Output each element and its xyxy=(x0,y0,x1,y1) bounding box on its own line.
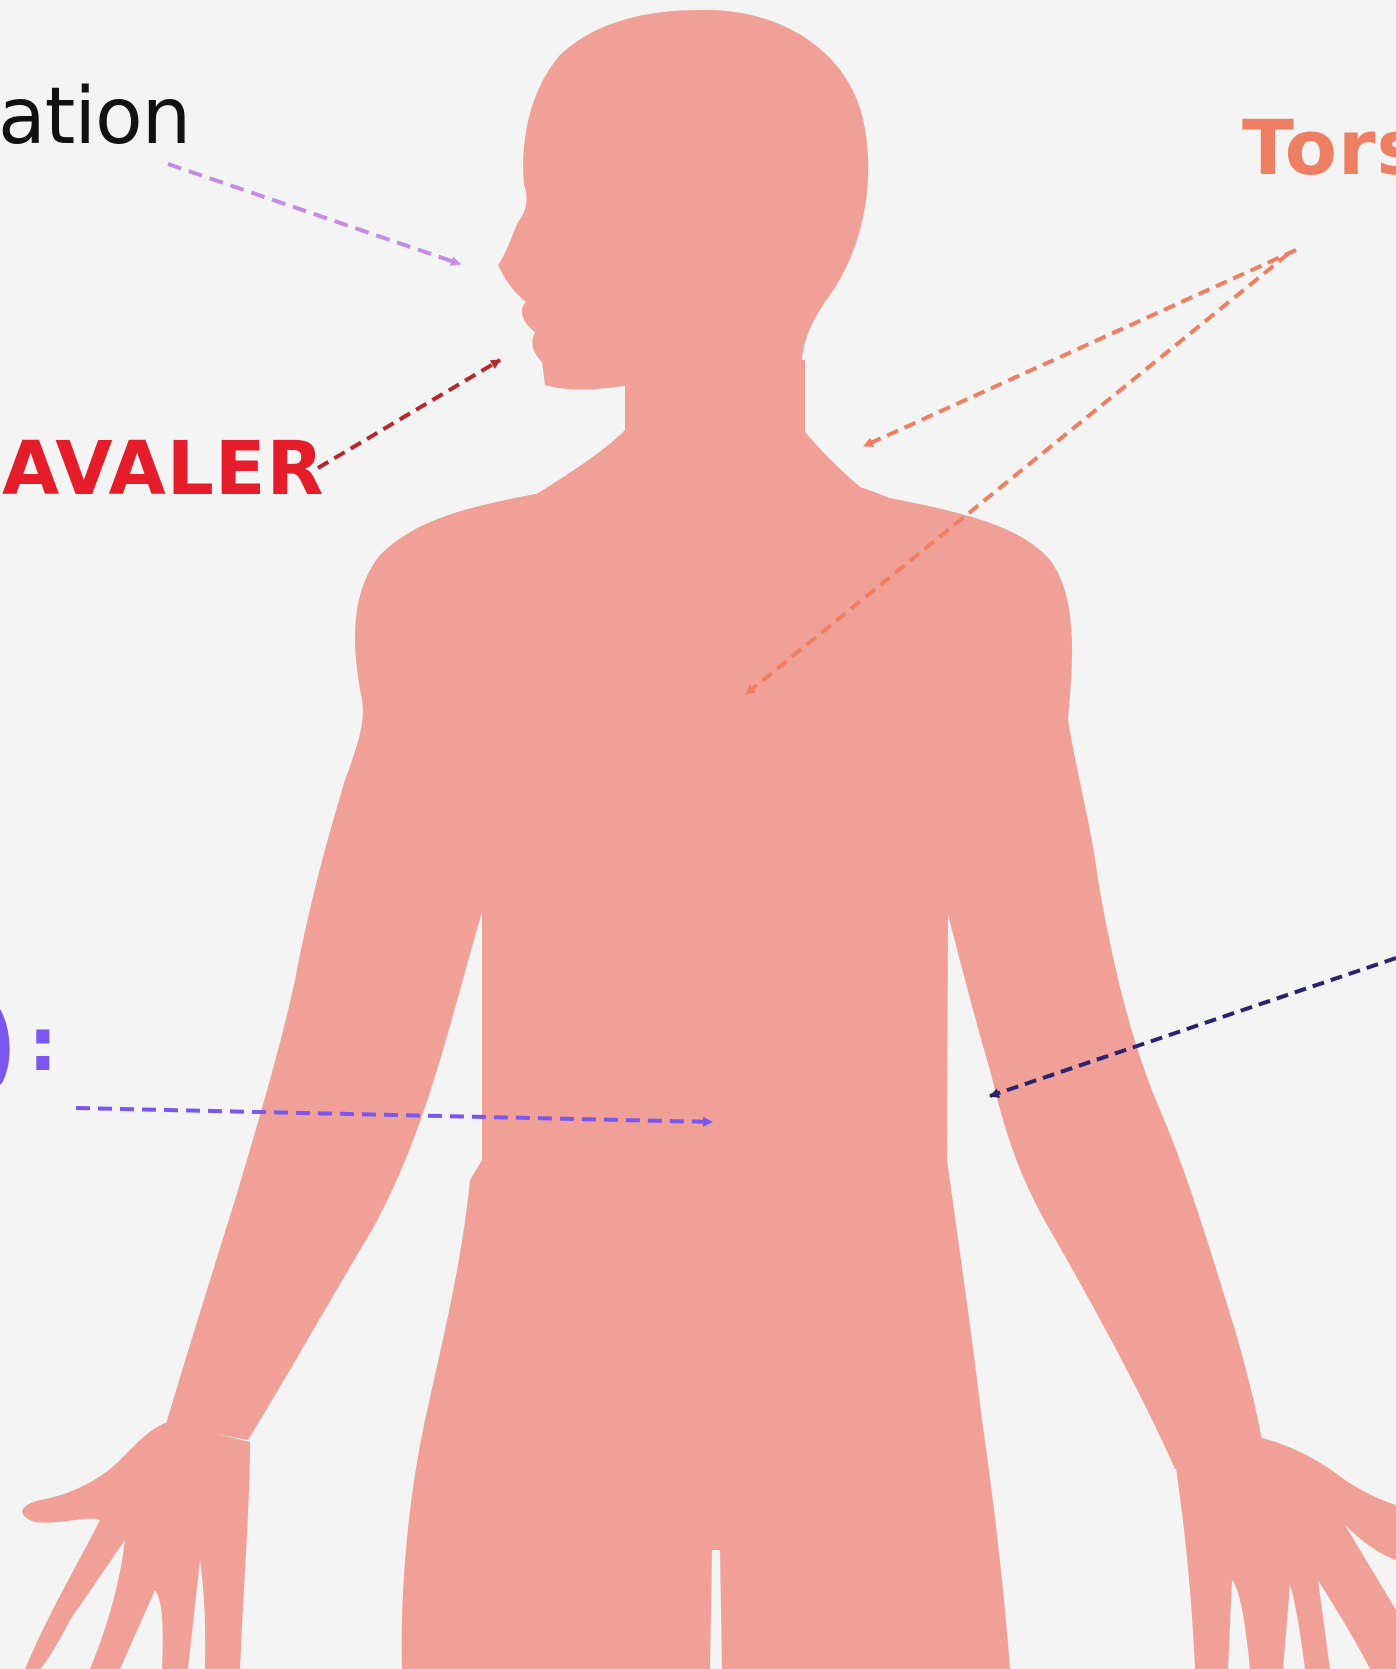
left-hand-shape xyxy=(22,1422,250,1669)
body-silhouette xyxy=(22,10,1396,1669)
label-tors: Tors xyxy=(1242,110,1396,186)
label-ation: ation xyxy=(0,78,190,156)
label-colon: : xyxy=(28,1008,58,1082)
partial-glyph-left xyxy=(0,1012,5,1080)
arrow-to-neck xyxy=(864,250,1296,446)
label-avaler: AVALER xyxy=(2,432,324,506)
torso-shape xyxy=(166,468,1262,1669)
arrow-to-nose xyxy=(168,164,460,264)
right-hand-shape xyxy=(1176,1438,1396,1669)
arrow-to-mouth xyxy=(318,360,500,468)
